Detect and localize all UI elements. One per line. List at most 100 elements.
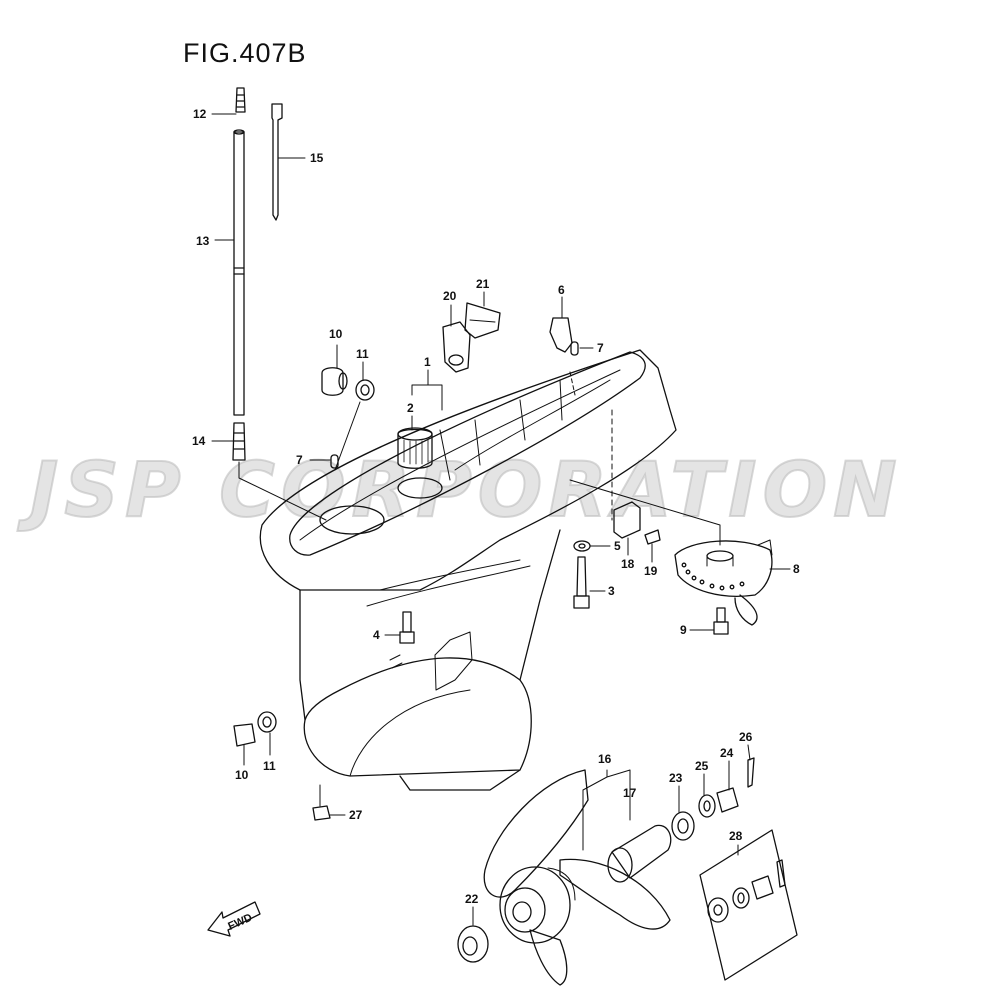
dowel-pin [570,341,579,356]
plug-stem [338,372,348,390]
prop-washer [698,794,716,818]
callout-11-bottom: 11 [263,759,276,773]
callout-1: 1 [424,355,431,369]
rod-guide-line [238,461,327,521]
hub-sides [706,555,734,567]
bushing-end [607,847,633,883]
plug-leader [334,401,361,471]
rod-end [233,129,245,135]
lower-nut [312,805,331,821]
cotter-pin [747,757,755,788]
housing-right-edge [519,529,561,681]
propeller-blade [529,929,568,986]
dowel-pin [330,454,339,469]
drain-plug [233,723,256,747]
detent-hole [699,579,705,585]
bearing-bore [397,427,433,441]
callout-28: 28 [729,829,743,843]
leader-1 [411,369,443,411]
wire-clip [271,103,283,221]
shift-rod [233,131,245,416]
tab-edge [757,539,773,556]
gasket-hole [360,384,370,396]
callout-20: 16 [598,752,612,766]
callout-17: 13 [196,234,210,248]
kit-washer [732,887,750,909]
trim-tab-leader [569,479,721,546]
water-passage [319,505,385,535]
shift-rod-assembly [232,87,327,521]
callout-11-top: 11 [356,347,369,361]
detent-hole [719,585,725,591]
spacer [671,811,695,841]
trim-tab-bolt [716,607,726,623]
propeller-blade [483,769,589,898]
callout-8: 8 [793,562,800,576]
trim-tab-fin [734,594,758,626]
oil-plug [321,367,344,396]
trim-tab [674,539,773,626]
propeller-blade [559,858,671,930]
callout-21: 17 [623,786,637,800]
callout-5: 5 [614,539,621,553]
hardware [233,302,729,821]
callout-10-bottom: 10 [235,768,249,782]
housing-left-edge [299,589,306,721]
kit-spacer [707,897,729,923]
callout-23: 23 [669,771,683,785]
propeller-hub [499,866,571,944]
leader-26 [747,744,751,761]
callout-6: 6 [558,283,565,297]
detent-hole [685,569,691,575]
detent-hole [729,584,735,590]
vent-marks [389,654,403,669]
callout-13: 19 [644,564,658,578]
callout-14: 20 [443,289,457,303]
callout-18: 14 [192,434,206,448]
kit-cotter-pin [776,859,786,888]
washer [573,540,591,552]
shift-cover [442,321,471,373]
zinc-block [613,501,641,539]
anti-cavitation-plate [259,349,677,591]
pin-centerline [569,371,576,396]
callout-7-right: 7 [597,341,604,355]
callout-15: 21 [476,277,490,291]
bolt-head [573,595,590,609]
torpedo-crease [349,689,471,777]
housing-ribs [439,379,563,481]
kit-outline [699,829,798,981]
hub-bore [504,887,546,933]
side-emblem [434,631,473,691]
detent-hole [739,581,745,587]
callout-27: 27 [349,808,363,822]
washer-hole [578,543,586,549]
driveshaft-bearing-housing [397,428,433,469]
cover-bore [448,354,464,366]
callout-12: 18 [621,557,635,571]
rod-lower-fitting [232,422,246,461]
callout-22: 22 [465,892,479,906]
callout-7-left: 7 [296,453,303,467]
fwd-arrow-icon [207,901,261,937]
kit-spacer-hole [713,904,723,916]
deck-inner-edge [299,369,621,541]
thrust-washer-hole [462,936,478,956]
upper-mounting-deck [289,351,646,556]
figure-title: FIG.407B [183,38,307,68]
long-bolt [576,556,587,597]
rod-upper-fitting [235,87,246,113]
detent-hole [709,583,715,589]
callout-3: 3 [608,584,615,598]
kit-washer-hole [737,892,745,904]
washer-hole [703,800,711,812]
hub-inner [512,901,532,923]
thrust-washer [457,925,489,963]
spacer-hole [677,818,689,834]
mount-bolt [402,611,412,633]
drain-washer [257,711,277,733]
small-bolt [644,529,661,545]
trim-tab-plate [674,540,773,597]
callout-labels: 12 15 13 14 10 11 1 2 20 21 6 7 7 5 18 1… [192,107,800,906]
